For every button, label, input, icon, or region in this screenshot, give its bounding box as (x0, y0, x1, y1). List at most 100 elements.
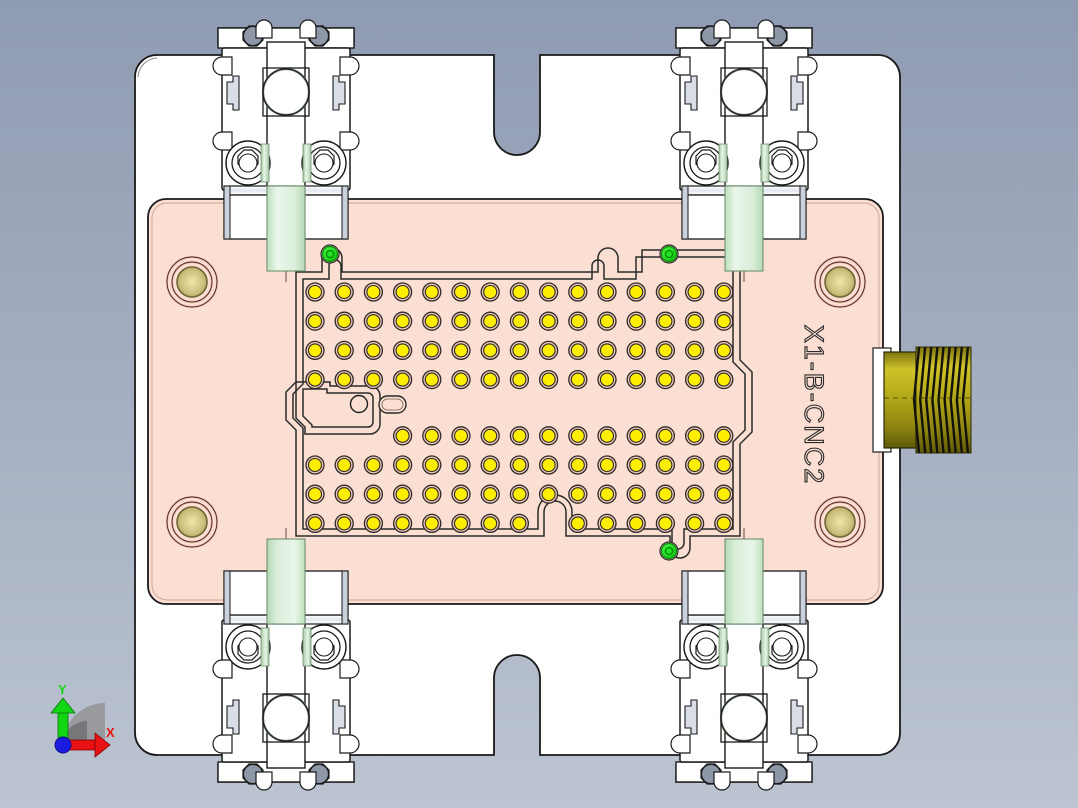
tooling-hole[interactable] (363, 340, 384, 361)
corner-bolts[interactable] (166, 256, 866, 548)
tooling-hole[interactable] (655, 311, 676, 331)
tooling-hole[interactable] (655, 484, 676, 504)
tooling-hole[interactable] (626, 455, 646, 475)
tooling-hole[interactable] (392, 282, 413, 302)
locator-pin-top-left[interactable] (320, 244, 340, 264)
tooling-hole[interactable] (684, 513, 705, 534)
corner-bolt-top-left[interactable] (166, 256, 218, 308)
tooling-hole[interactable] (538, 455, 559, 475)
tooling-hole-grid[interactable] (305, 282, 734, 534)
tooling-hole[interactable] (305, 282, 325, 302)
tooling-hole[interactable] (538, 426, 559, 446)
tooling-hole[interactable] (480, 455, 500, 475)
tooling-hole[interactable] (568, 311, 588, 331)
tooling-hole[interactable] (480, 369, 500, 390)
tooling-hole[interactable] (655, 340, 676, 361)
tooling-hole[interactable] (626, 513, 646, 534)
tooling-hole[interactable] (626, 340, 646, 361)
tooling-hole[interactable] (422, 455, 442, 475)
tooling-hole[interactable] (334, 311, 354, 331)
corner-bolt-bottom-left[interactable] (166, 496, 218, 548)
tooling-hole[interactable] (714, 340, 734, 361)
tooling-hole[interactable] (334, 340, 354, 361)
tooling-hole[interactable] (714, 426, 734, 446)
tooling-hole[interactable] (305, 513, 325, 534)
tooling-hole[interactable] (714, 311, 734, 331)
tooling-hole[interactable] (597, 311, 617, 331)
tooling-hole[interactable] (597, 455, 617, 475)
tooling-hole[interactable] (422, 513, 442, 534)
locator-pin-top-right[interactable] (659, 244, 679, 264)
tooling-hole[interactable] (480, 282, 500, 302)
tooling-hole[interactable] (509, 484, 530, 504)
tooling-hole[interactable] (568, 455, 588, 475)
tooling-hole[interactable] (480, 513, 500, 534)
tooling-hole[interactable] (626, 282, 646, 302)
tooling-hole[interactable] (451, 426, 471, 446)
tooling-hole[interactable] (334, 513, 354, 534)
tooling-hole[interactable] (480, 311, 500, 331)
tooling-hole[interactable] (392, 340, 413, 361)
axis-triad[interactable]: X Y (50, 682, 115, 758)
tooling-hole[interactable] (451, 513, 471, 534)
tooling-hole[interactable] (684, 340, 705, 361)
tooling-hole[interactable] (655, 455, 676, 475)
tooling-hole[interactable] (334, 282, 354, 302)
tooling-hole[interactable] (568, 340, 588, 361)
tooling-hole[interactable] (655, 426, 676, 446)
tooling-hole[interactable] (684, 369, 705, 390)
tooling-hole[interactable] (684, 426, 705, 446)
tooling-hole[interactable] (568, 426, 588, 446)
tooling-hole[interactable] (363, 369, 384, 390)
tooling-hole[interactable] (538, 282, 559, 302)
tooling-hole[interactable] (305, 311, 325, 331)
tooling-hole[interactable] (451, 484, 471, 504)
tooling-hole[interactable] (363, 484, 384, 504)
tooling-hole[interactable] (568, 369, 588, 390)
tooling-hole[interactable] (597, 282, 617, 302)
tooling-hole[interactable] (363, 282, 384, 302)
tooling-hole[interactable] (392, 311, 413, 331)
tooling-hole[interactable] (509, 513, 530, 534)
tooling-hole[interactable] (305, 369, 325, 390)
tooling-hole[interactable] (597, 513, 617, 534)
tooling-hole[interactable] (655, 282, 676, 302)
tooling-hole[interactable] (568, 282, 588, 302)
tooling-hole[interactable] (597, 426, 617, 446)
tooling-hole[interactable] (334, 484, 354, 504)
tooling-hole[interactable] (451, 311, 471, 331)
tooling-hole[interactable] (509, 369, 530, 390)
tooling-hole[interactable] (509, 426, 530, 446)
tooling-hole[interactable] (363, 311, 384, 331)
tooling-hole[interactable] (392, 369, 413, 390)
tooling-hole[interactable] (334, 455, 354, 475)
tooling-hole[interactable] (714, 513, 734, 534)
corner-bolt-top-right[interactable] (814, 256, 866, 308)
tooling-hole[interactable] (305, 484, 325, 504)
tooling-hole[interactable] (451, 369, 471, 390)
tooling-hole[interactable] (626, 369, 646, 390)
tooling-hole[interactable] (684, 455, 705, 475)
tooling-hole[interactable] (538, 484, 559, 504)
tooling-hole[interactable] (538, 311, 559, 331)
tooling-hole[interactable] (684, 484, 705, 504)
tooling-hole[interactable] (480, 484, 500, 504)
corner-bolt-bottom-right[interactable] (814, 496, 866, 548)
tooling-hole[interactable] (392, 455, 413, 475)
tooling-hole[interactable] (597, 484, 617, 504)
tooling-hole[interactable] (451, 282, 471, 302)
locator-pin-bottom-right[interactable] (659, 541, 679, 561)
tooling-hole[interactable] (480, 340, 500, 361)
tooling-hole[interactable] (305, 455, 325, 475)
tooling-hole[interactable] (597, 369, 617, 390)
tooling-hole[interactable] (509, 455, 530, 475)
tooling-hole[interactable] (509, 311, 530, 331)
tooling-hole[interactable] (363, 513, 384, 534)
tooling-hole[interactable] (684, 311, 705, 331)
tooling-hole[interactable] (422, 311, 442, 331)
tooling-hole[interactable] (392, 484, 413, 504)
tooling-hole[interactable] (597, 340, 617, 361)
small-feature-holes[interactable] (349, 394, 407, 414)
tooling-hole[interactable] (363, 455, 384, 475)
